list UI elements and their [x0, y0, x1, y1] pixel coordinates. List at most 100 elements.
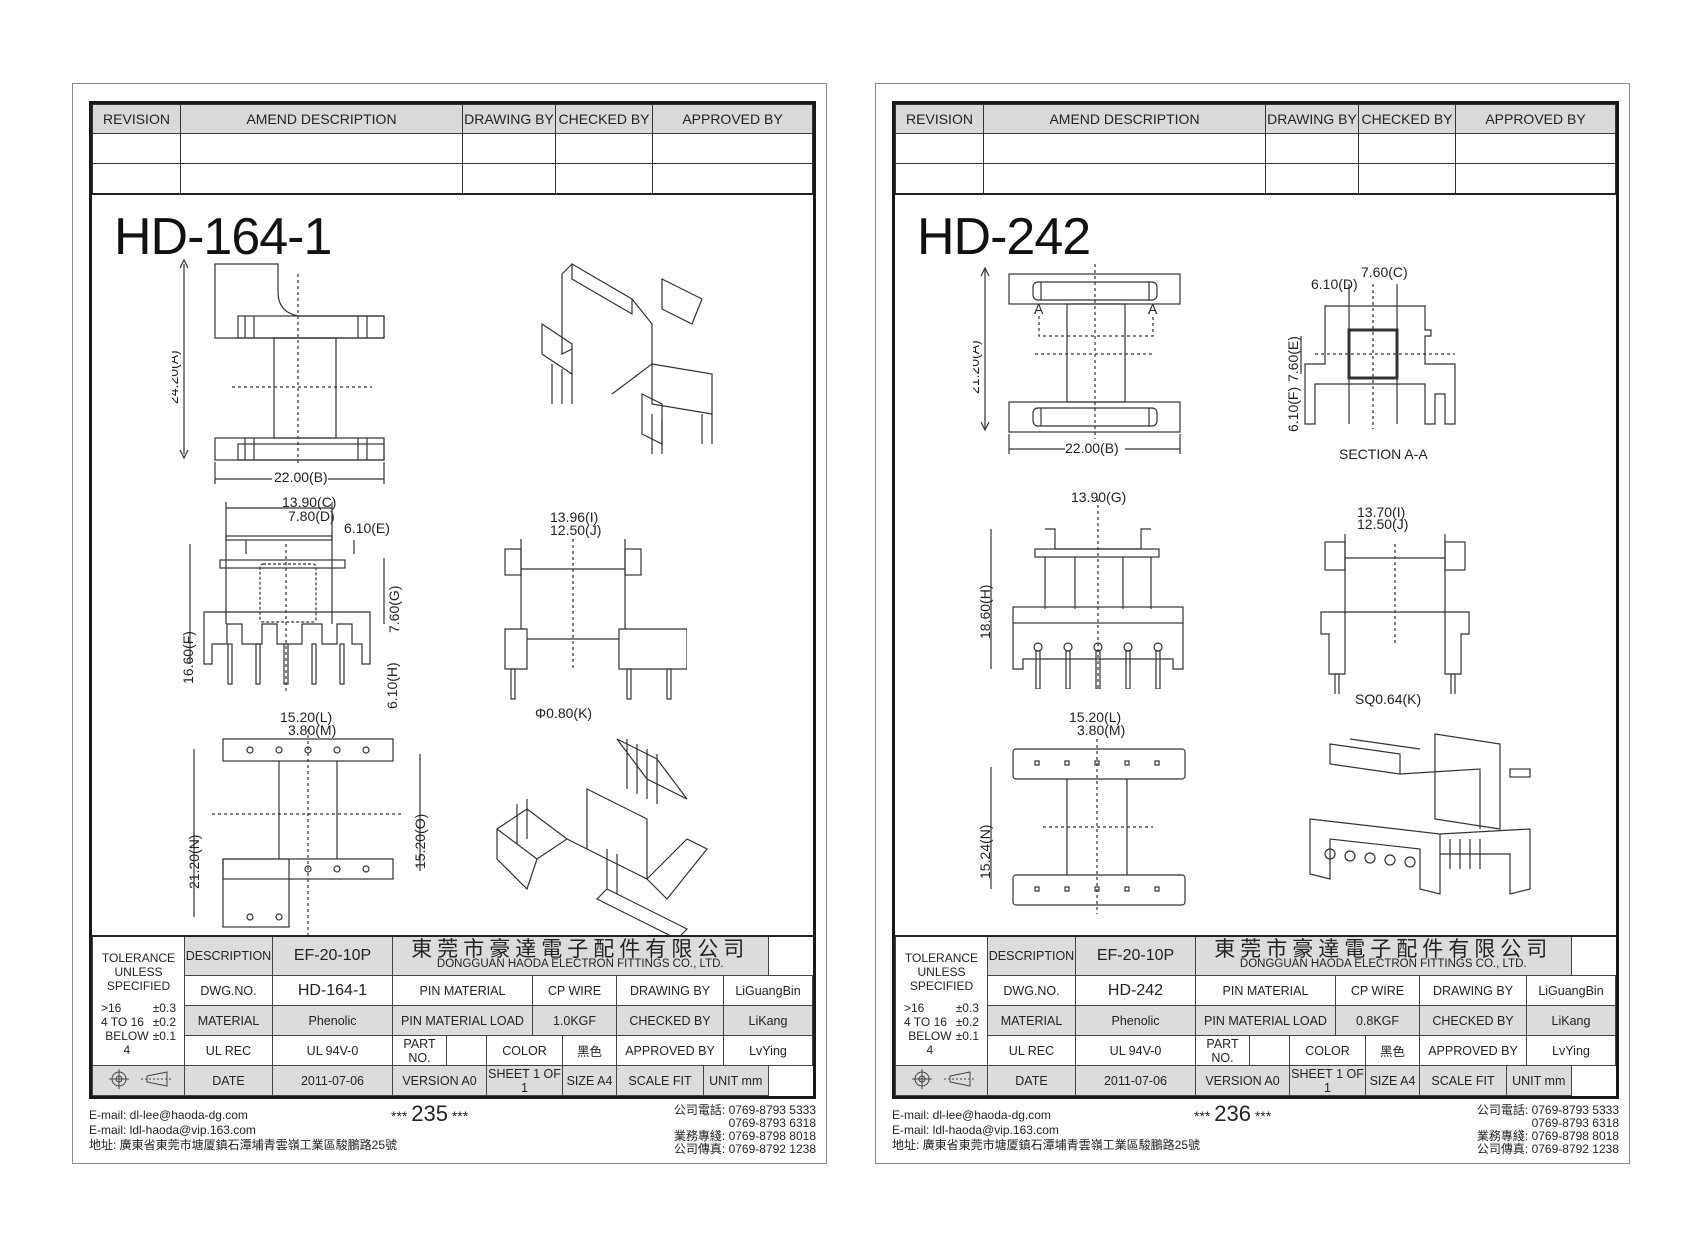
dim-j: 12.50(J) — [550, 522, 602, 538]
cell — [1455, 163, 1616, 194]
pin-load-label: PIN MATERIAL LOAD — [1195, 1005, 1336, 1036]
cell — [92, 133, 181, 164]
sheet-count: SHEET 1 OF 1 — [486, 1065, 563, 1096]
color-value: 黑色 — [1365, 1035, 1420, 1066]
dim-m: 3.80(M) — [1077, 722, 1126, 738]
drawing-by-value: LiGuangBin — [723, 975, 813, 1006]
part-no-label: PART NO. — [392, 1035, 447, 1066]
cell — [555, 163, 653, 194]
dwg-no-label: DWG.NO. — [987, 975, 1076, 1006]
fax: 0769-8792 1238 — [728, 1142, 816, 1156]
approved-by-header: APPROVED BY — [652, 104, 813, 134]
paper-size: SIZE A4 — [1365, 1065, 1420, 1096]
cell — [1265, 133, 1359, 164]
isometric-view-bottom — [487, 729, 727, 939]
company-name: 東莞市豪達電子配件有限公司 DONGGUAN HAODA ELECTRON FI… — [392, 935, 769, 976]
dim-f: 6.10(F) — [1285, 387, 1301, 432]
section-mark-a-right: A — [1148, 301, 1158, 317]
phone-label: 公司電話: — [673, 1103, 726, 1117]
footer: E-mail: dl-lee@haoda-dg.com E-mail: ldl-… — [89, 1103, 816, 1162]
tolerance-title-1: TOLERANCE — [904, 951, 979, 965]
tol-range: BELOW 4 — [105, 1029, 149, 1057]
front-view-drawing: 24.20(A) 22.00(B) — [172, 254, 412, 485]
version: VERSION A0 — [1195, 1065, 1290, 1096]
section-label: SECTION A-A — [1339, 446, 1428, 462]
checked-by-label: CHECKED BY — [616, 1005, 724, 1036]
description-label: DESCRIPTION — [987, 935, 1076, 976]
cell — [1358, 133, 1456, 164]
end-view-drawing: 13.96(I) 12.50(J) Φ0.80(K) — [487, 509, 687, 721]
sheet-count: SHEET 1 OF 1 — [1289, 1065, 1366, 1096]
revision-row — [92, 163, 813, 194]
revision-row — [895, 133, 1616, 164]
side-view-drawing: 13.90(G) 18.60(H) — [977, 489, 1223, 689]
dim-j: 12.50(J) — [1357, 516, 1409, 532]
cell — [983, 163, 1266, 194]
contact-phones: 公司電話: 0769-8793 5333 0769-8793 6318 業務專綫… — [1477, 1104, 1619, 1156]
revision-header: REVISION — [895, 104, 984, 134]
dim-f: 16.60(F) — [180, 631, 196, 684]
dim-m: 3.80(M) — [288, 722, 337, 738]
ul-rec-value: UL 94V-0 — [1075, 1035, 1196, 1066]
dim-i: 13.70(I) — [1357, 504, 1406, 520]
company-name: 東莞市豪達電子配件有限公司 DONGGUAN HAODA ELECTRON FI… — [1195, 935, 1572, 976]
drawing-by-header: DRAWING BY — [462, 104, 556, 134]
drawing-sheet-hd-164-1: REVISION AMEND DESCRIPTION DRAWING BY CH… — [72, 83, 827, 1164]
hotline-label: 業務專綫: — [673, 1129, 726, 1143]
dim-n: 21.20(N) — [186, 835, 202, 889]
approved-by-header: APPROVED BY — [1455, 104, 1616, 134]
fax: 0769-8792 1238 — [1531, 1142, 1619, 1156]
material-label: MATERIAL — [987, 1005, 1076, 1036]
page-number: *** 236 *** — [1194, 1101, 1272, 1126]
inner-frame: REVISION AMEND DESCRIPTION DRAWING BY CH… — [892, 101, 1619, 1099]
version: VERSION A0 — [392, 1065, 487, 1096]
approved-by-value: LvYing — [1526, 1035, 1616, 1066]
dim-d: 7.80(D) — [288, 508, 335, 524]
cell — [652, 163, 813, 194]
email-2: E-mail: ldl-haoda@vip.163.com — [89, 1123, 256, 1137]
approved-by-value: LvYing — [723, 1035, 813, 1066]
unit: UNIT mm — [703, 1065, 769, 1096]
section-mark-a-left: A — [1034, 301, 1044, 317]
hotline: 0769-8798 8018 — [728, 1129, 816, 1143]
bottom-view-drawing: 15.20(L) 3.80(M) 21.20(N) 15.20(O) — [182, 709, 442, 939]
inner-frame: REVISION AMEND DESCRIPTION DRAWING BY CH… — [89, 101, 816, 1099]
description-value: EF-20-10P — [1075, 935, 1196, 976]
page-number-value: 236 — [1214, 1101, 1251, 1126]
part-no-value — [446, 1035, 487, 1066]
dim-c: 13.90(C) — [282, 494, 337, 510]
fax-label: 公司傳真: — [1476, 1142, 1529, 1156]
projection-symbol — [895, 1065, 988, 1096]
pin-load-label: PIN MATERIAL LOAD — [392, 1005, 533, 1036]
cell — [895, 163, 984, 194]
bottom-view-drawing: 15.20(L) 3.80(M) 15.24(N) — [977, 709, 1223, 919]
tol-range: 4 TO 16 — [101, 1015, 144, 1029]
approved-by-label: APPROVED BY — [1419, 1035, 1527, 1066]
description-value: EF-20-10P — [272, 935, 393, 976]
isometric-view — [1300, 729, 1560, 899]
checked-by-value: LiKang — [1526, 1005, 1616, 1036]
hotline: 0769-8798 8018 — [1531, 1129, 1619, 1143]
dim-e: 6.10(E) — [344, 520, 390, 536]
ul-rec-label: UL REC — [184, 1035, 273, 1066]
title-block: TOLERANCE UNLESS SPECIFIED >16±0.3 4 TO … — [895, 935, 1616, 1096]
drawing-title: HD-242 — [917, 208, 1091, 266]
cell — [1455, 133, 1616, 164]
footer: E-mail: dl-lee@haoda-dg.com E-mail: ldl-… — [892, 1101, 1619, 1162]
drawing-by-value: LiGuangBin — [1526, 975, 1616, 1006]
revision-header-row: REVISION AMEND DESCRIPTION DRAWING BY CH… — [895, 104, 1616, 134]
pin-load-value: 1.0KGF — [532, 1005, 617, 1036]
dim-k: Φ0.80(K) — [535, 705, 593, 721]
section-view-drawing: 7.60(C) 6.10(D) 7.60(E) 6.10(F) SECTION … — [1285, 264, 1495, 462]
checked-by-header: CHECKED BY — [1358, 104, 1456, 134]
end-view-drawing: 13.70(I) 12.50(J) SQ0.64(K) — [1315, 504, 1495, 707]
checked-by-value: LiKang — [723, 1005, 813, 1036]
unit: UNIT mm — [1506, 1065, 1572, 1096]
cell — [983, 133, 1266, 164]
ul-rec-label: UL REC — [987, 1035, 1076, 1066]
pin-load-value: 0.8KGF — [1335, 1005, 1420, 1036]
scale: SCALE FIT — [616, 1065, 704, 1096]
dim-l: 15.20(L) — [280, 709, 333, 725]
email-2: E-mail: ldl-haoda@vip.163.com — [892, 1123, 1059, 1137]
dim-c: 7.60(C) — [1361, 264, 1408, 280]
